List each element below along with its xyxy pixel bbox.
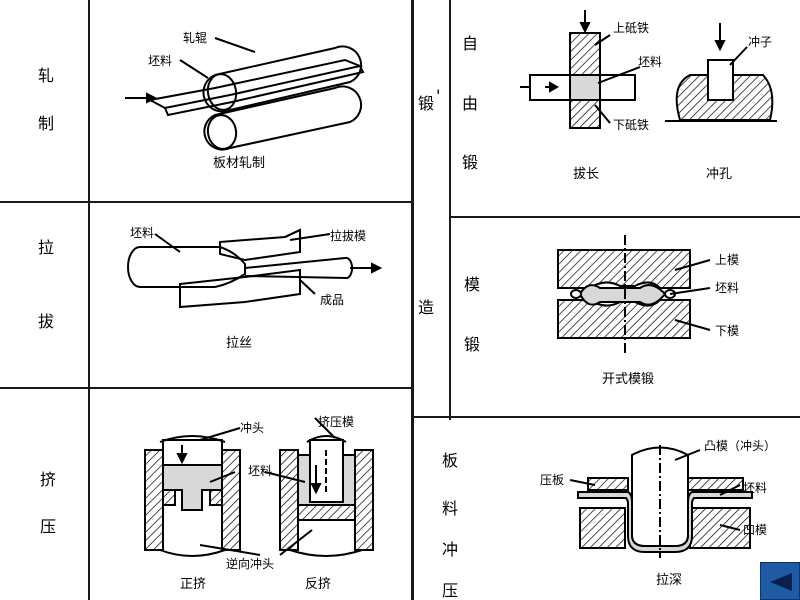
sheet-char-1: 板 — [442, 451, 459, 470]
category-drawing-char-2: 拔 — [38, 312, 55, 331]
die-forging-label-lower: 下模 — [715, 324, 740, 338]
left-row-divider-1 — [0, 201, 412, 203]
open-forging-label-upper: 上砥铁 — [613, 21, 650, 35]
open-forging-label-blank: 坯料 — [638, 55, 663, 69]
sheet-label-die: 凹模 — [743, 523, 768, 537]
rolling-diagram — [125, 37, 365, 151]
extrusion-diagram — [144, 417, 374, 557]
category-drawing-char-1: 拉 — [38, 238, 55, 257]
rolling-label-roll: 轧辊 — [183, 31, 208, 45]
category-extrusion-char-1: 挤 — [40, 470, 57, 489]
category-rolling-char-1: 轧 — [38, 66, 55, 85]
forging-apostrophe: ' — [436, 86, 441, 105]
manufacturing-char: 造 — [418, 298, 435, 317]
sheet-label-punch: 凸模（冲头） — [704, 439, 777, 453]
open-forging-caption-pierce: 冲孔 — [706, 167, 733, 182]
open-forging-char-1: 自 — [462, 34, 479, 53]
extrusion-label-reverse-punch: 逆向冲头 — [226, 557, 275, 571]
die-forging-diagram — [557, 235, 711, 355]
forging-group-char: 锻 — [418, 94, 435, 113]
extrusion-label-blank: 坯料 — [248, 464, 273, 478]
open-forging-char-2: 由 — [462, 94, 479, 113]
die-forging-caption: 开式模锻 — [602, 372, 655, 387]
sheet-caption: 拉深 — [656, 573, 683, 588]
extrusion-caption-backward: 反挤 — [305, 577, 332, 592]
die-forging-char-1: 模 — [464, 275, 481, 294]
left-row-divider-2 — [0, 387, 412, 389]
die-forging-label-upper: 上模 — [715, 253, 740, 267]
drawing-caption: 拉丝 — [226, 336, 253, 351]
open-forging-char-3: 锻 — [462, 153, 479, 172]
deep-drawing-diagram — [569, 445, 753, 558]
drawing-label-product: 成品 — [320, 293, 345, 307]
prev-slide-button[interactable] — [760, 562, 800, 600]
open-forging-caption-draw: 拔长 — [573, 167, 600, 182]
sheet-char-2: 料 — [442, 499, 459, 518]
sheet-label-holder: 压板 — [540, 473, 565, 487]
die-forging-label-blank: 坯料 — [715, 281, 740, 295]
right-column-divider — [449, 0, 451, 420]
extrusion-label-die: 挤压模 — [318, 415, 355, 429]
extrusion-label-punch: 冲头 — [240, 421, 265, 435]
category-rolling-char-2: 制 — [38, 114, 55, 133]
drawing-label-blank: 坯料 — [130, 226, 155, 240]
drawing-label-die: 拉拔模 — [330, 229, 367, 243]
die-forging-char-2: 锻 — [464, 335, 481, 354]
rolling-label-blank: 坯料 — [148, 54, 173, 68]
open-forging-label-lower: 下砥铁 — [613, 118, 650, 132]
drawing-diagram — [127, 228, 383, 309]
triangle-left-icon — [770, 573, 792, 591]
right-row-divider-2 — [412, 416, 800, 418]
open-forging-diagram — [520, 10, 777, 129]
sheet-label-blank: 坯料 — [743, 481, 768, 495]
category-extrusion-char-2: 压 — [40, 517, 57, 536]
sheet-char-3: 冲 — [442, 540, 459, 559]
sheet-char-4: 压 — [442, 581, 459, 600]
open-forging-label-punch: 冲子 — [748, 35, 773, 49]
rolling-caption: 板材轧制 — [213, 156, 266, 171]
left-column-divider — [88, 0, 90, 600]
right-row-divider-1 — [450, 216, 800, 218]
extrusion-caption-forward: 正挤 — [180, 577, 207, 592]
center-divider — [411, 0, 414, 600]
